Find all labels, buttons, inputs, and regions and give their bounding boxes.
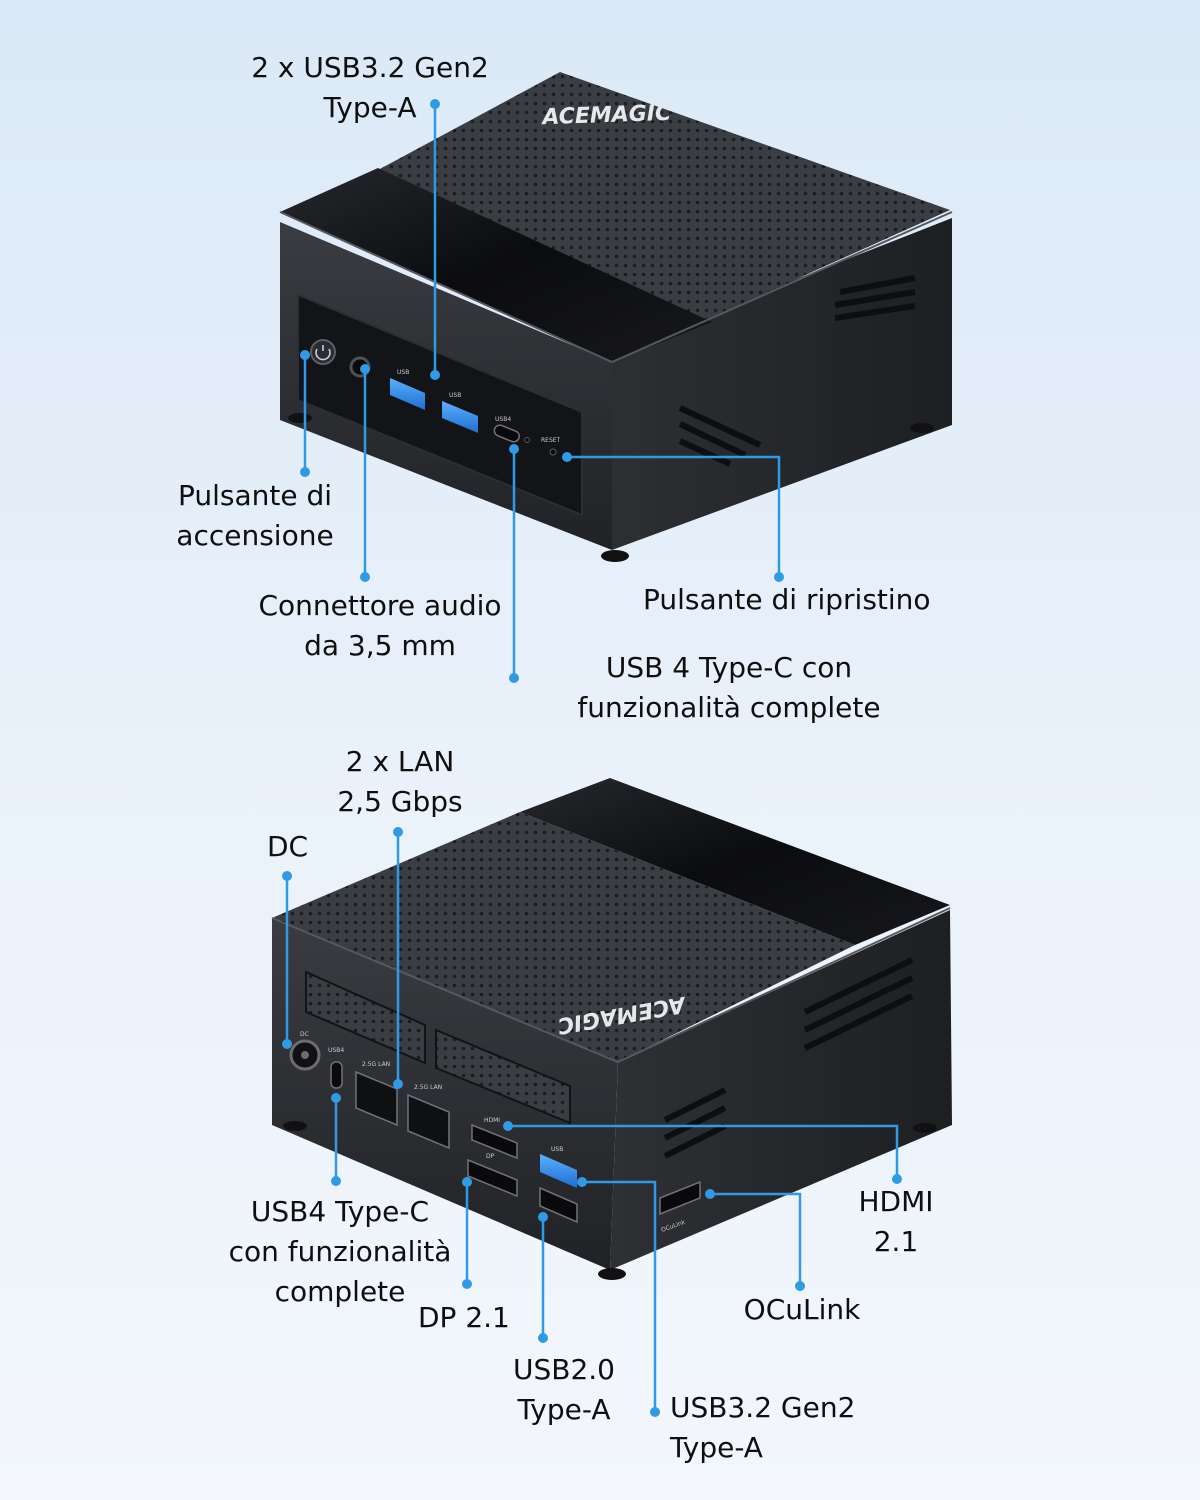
rear-lan2-marking: 2.5G LAN [414, 1084, 442, 1091]
front-port-panel [297, 293, 583, 517]
rear-lan1-marking: 2.5G LAN [362, 1061, 390, 1068]
lan-port-1 [355, 1070, 398, 1127]
usb-a-port-2 [442, 401, 478, 433]
rear-usb-marking: USB [551, 1146, 563, 1153]
rear-device: DC USB4 2.5G LAN 2.5G LAN HDMI DP USB OC… [271, 778, 952, 1280]
rear-side-vents [663, 957, 914, 1159]
front-reset-marking: RESET [541, 437, 561, 444]
rear-usb4-port [330, 1061, 343, 1089]
front-usb2-marking: USB [449, 392, 461, 399]
label-hdmi: HDMI 2.1 [858, 1185, 934, 1258]
hdmi-port [471, 1123, 518, 1160]
label-front-usb32: 2 x USB3.2 Gen2 Type-A [251, 51, 489, 124]
callout-dots [282, 99, 902, 1417]
usb-a-port-1 [390, 378, 425, 410]
rear-dp-marking: DP [486, 1153, 495, 1160]
front-side-vents [678, 275, 916, 467]
rear-top-mesh [272, 812, 855, 1062]
label-dc: DC [266, 830, 309, 863]
callout-lines [285, 106, 899, 1411]
rear-usb4-marking: USB4 [328, 1047, 344, 1054]
callout-oculink [710, 1192, 802, 1285]
label-power-button: Pulsante di accensione [176, 479, 334, 552]
glossy-top-panel [280, 168, 712, 362]
label-usb20: USB2.0 Type-A [512, 1353, 615, 1426]
label-front-usb4: USB 4 Type-C con funzionalità complete [577, 651, 881, 724]
front-usb4-marking: USB4 [495, 416, 511, 423]
rear-glossy-top [520, 778, 950, 945]
power-button-icon [310, 339, 336, 365]
rear-dc-marking: DC [300, 1031, 309, 1038]
label-lan: 2 x LAN 2,5 Gbps [337, 745, 463, 818]
brand-logo: ACEMAGIC [540, 101, 672, 131]
rear-usb32-port [540, 1154, 577, 1188]
front-device: USB USB USB4 RESET ACEMAGIC [279, 72, 953, 562]
usb4-port [493, 424, 521, 443]
label-reset-button: Pulsante di ripristino [643, 583, 931, 616]
label-oculink: OCuLink [743, 1293, 861, 1326]
label-rear-usb32: USB3.2 Gen2 Type-A [670, 1391, 856, 1464]
label-rear-usb4: USB4 Type-C con funzionalità complete [228, 1195, 452, 1308]
oculink-port [659, 1180, 701, 1216]
label-dp: DP 2.1 [418, 1301, 510, 1334]
rear-hdmi-marking: HDMI [484, 1117, 500, 1124]
rear-usb20-port [539, 1186, 578, 1224]
callout-hdmi [508, 1124, 899, 1178]
label-audio-jack: Connettore audio da 3,5 mm [258, 589, 502, 662]
dp-port [467, 1158, 518, 1198]
top-mesh [378, 72, 950, 362]
callout-usb32-rear [582, 1180, 657, 1411]
callout-reset [567, 455, 781, 576]
lan-port-2 [407, 1093, 450, 1150]
front-usb1-marking: USB [397, 369, 409, 376]
